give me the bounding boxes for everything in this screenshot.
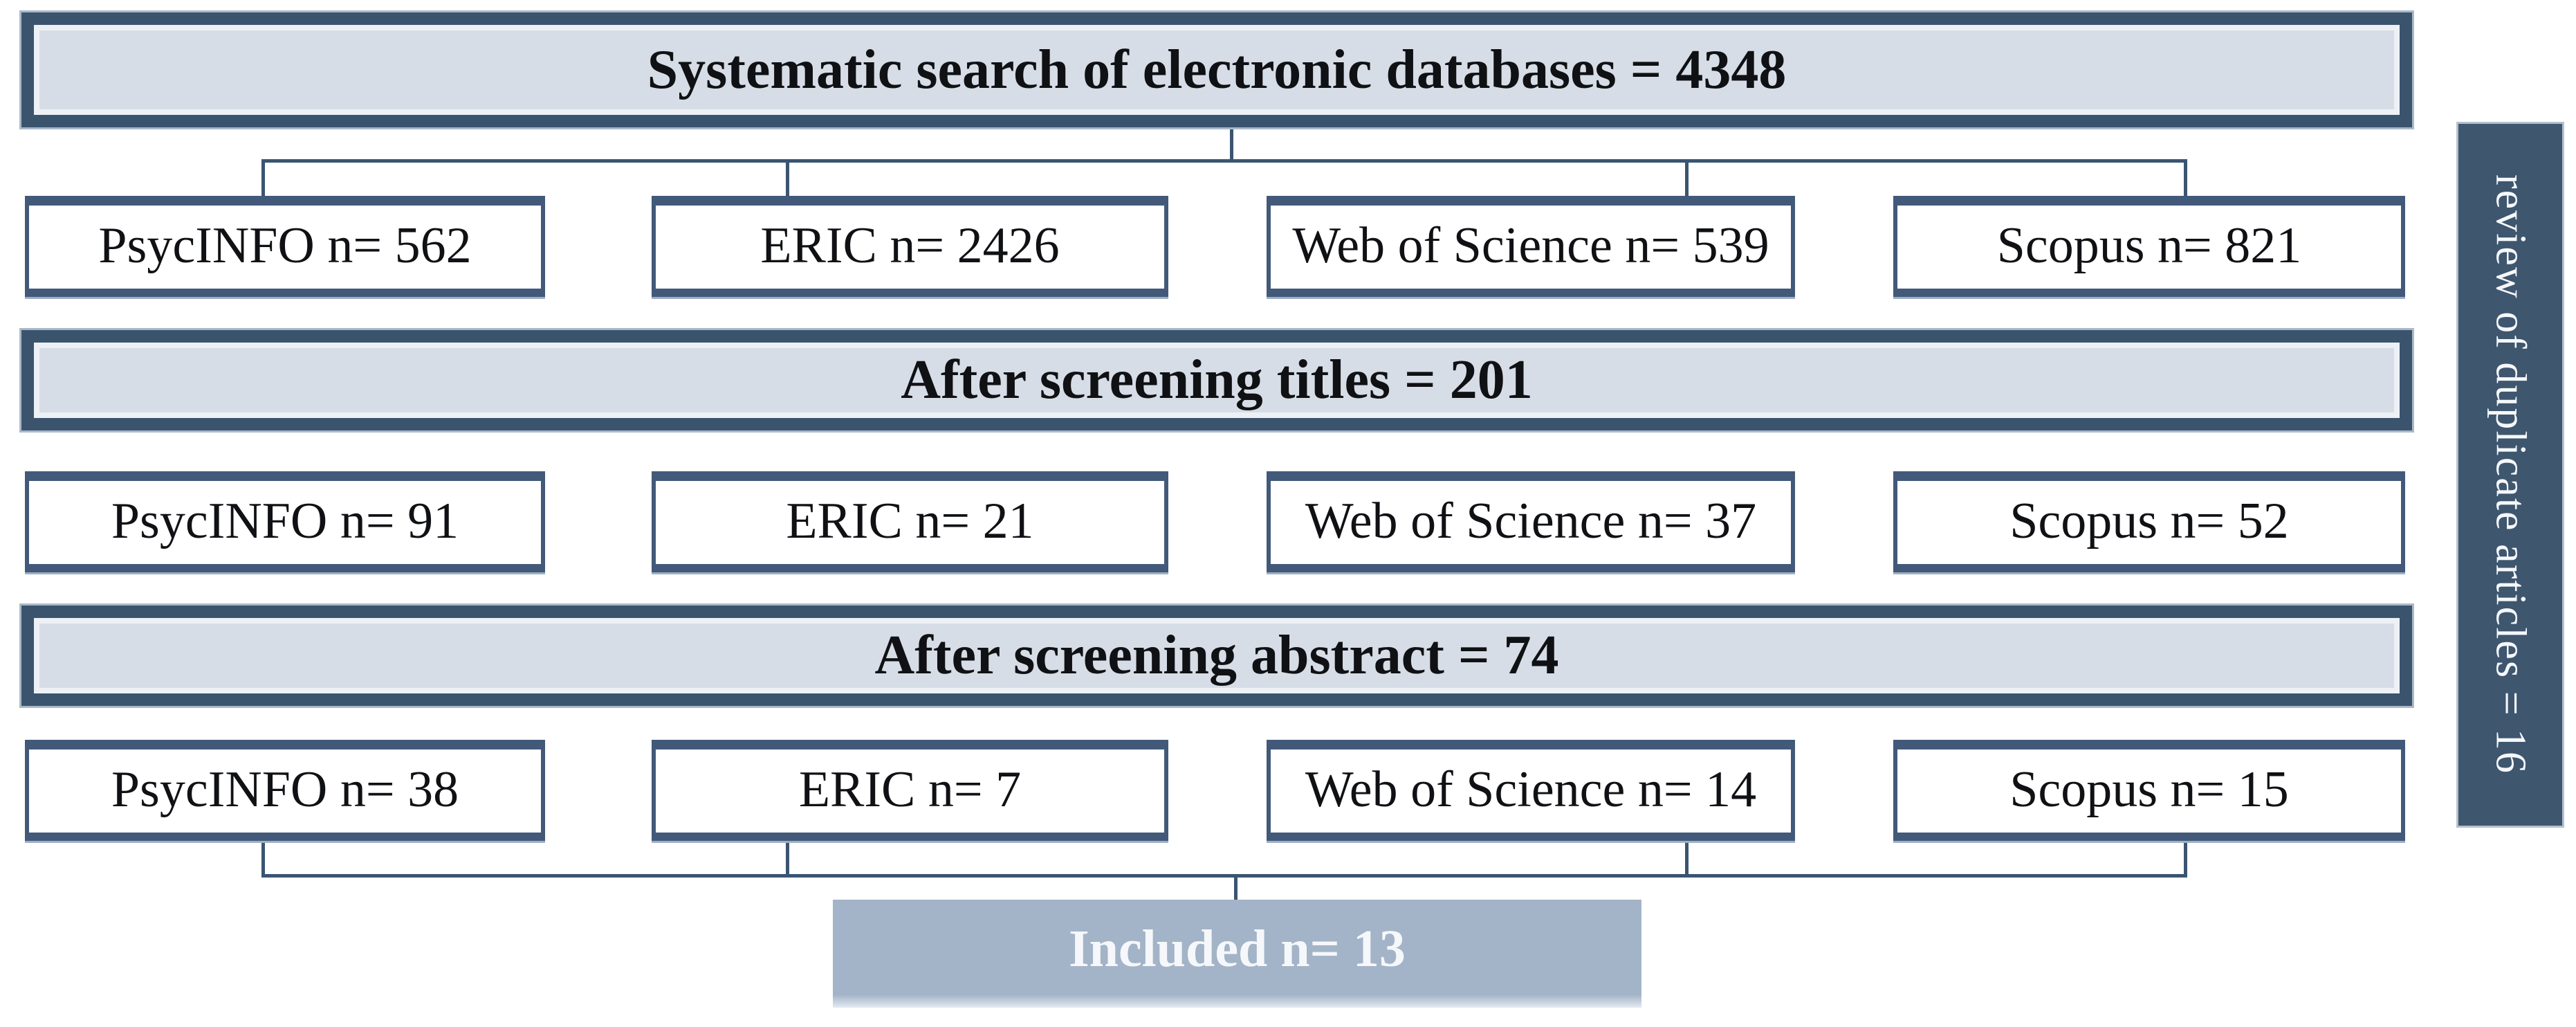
database-box-label: ERIC n= 7 — [798, 761, 1022, 818]
database-box-wos-titles: Web of Science n= 37 — [1267, 471, 1795, 572]
database-box-label: Web of Science n= 14 — [1305, 761, 1757, 818]
connector-top-drop-1 — [261, 161, 265, 199]
database-box-label: ERIC n= 2426 — [760, 217, 1060, 274]
connector-top-center — [1230, 127, 1233, 162]
connector-bottom-rise-1 — [261, 839, 265, 878]
connector-top-drop-3 — [1685, 161, 1689, 199]
database-box-label: PsycINFO n= 562 — [98, 217, 472, 274]
database-box-eric-search: ERIC n= 2426 — [652, 196, 1168, 297]
duplicates-sidebar: review of duplicate articles = 16 — [2458, 124, 2562, 826]
stage-banner-search-label: Systematic search of electronic database… — [647, 39, 1787, 100]
database-box-psycinfo-titles: PsycINFO n= 91 — [25, 471, 545, 572]
stage-banner-abstract: After screening abstract = 74 — [21, 606, 2412, 706]
connector-top-bus — [261, 159, 2187, 163]
database-box-label: Web of Science n= 37 — [1305, 493, 1757, 549]
connector-bottom-rise-3 — [1685, 839, 1689, 878]
database-box-eric-abstract: ERIC n= 7 — [652, 740, 1168, 841]
connector-top-drop-2 — [786, 161, 789, 199]
database-box-label: Scopus n= 52 — [2009, 493, 2289, 549]
database-box-label: ERIC n= 21 — [786, 493, 1034, 549]
stage-banner-titles-label: After screening titles = 201 — [901, 349, 1533, 410]
stage-banner-titles: After screening titles = 201 — [21, 330, 2412, 430]
connector-bottom-rise-2 — [786, 839, 789, 878]
connector-bottom-rise-4 — [2184, 839, 2187, 878]
database-box-scopus-search: Scopus n= 821 — [1893, 196, 2405, 297]
stage-banner-search: Systematic search of electronic database… — [21, 12, 2412, 127]
duplicates-sidebar-label: review of duplicate articles = 16 — [2487, 174, 2534, 775]
database-box-wos-search: Web of Science n= 539 — [1267, 196, 1795, 297]
database-box-label: PsycINFO n= 38 — [111, 761, 459, 818]
included-box-label: Included n= 13 — [1069, 919, 1406, 978]
database-box-scopus-abstract: Scopus n= 15 — [1893, 740, 2405, 841]
database-box-scopus-titles: Scopus n= 52 — [1893, 471, 2405, 572]
database-box-label: Scopus n= 15 — [2009, 761, 2289, 818]
database-box-wos-abstract: Web of Science n= 14 — [1267, 740, 1795, 841]
database-box-psycinfo-abstract: PsycINFO n= 38 — [25, 740, 545, 841]
connector-top-drop-4 — [2184, 161, 2187, 199]
connector-bottom-bus — [261, 874, 2187, 878]
stage-banner-abstract-label: After screening abstract = 74 — [874, 625, 1559, 686]
included-box: Included n= 13 — [833, 900, 1641, 1008]
database-box-label: Web of Science n= 539 — [1292, 217, 1769, 274]
connector-bottom-center — [1234, 876, 1238, 901]
database-box-label: Scopus n= 821 — [1996, 217, 2302, 274]
database-box-eric-titles: ERIC n= 21 — [652, 471, 1168, 572]
database-box-label: PsycINFO n= 91 — [111, 493, 459, 549]
database-box-psycinfo-search: PsycINFO n= 562 — [25, 196, 545, 297]
